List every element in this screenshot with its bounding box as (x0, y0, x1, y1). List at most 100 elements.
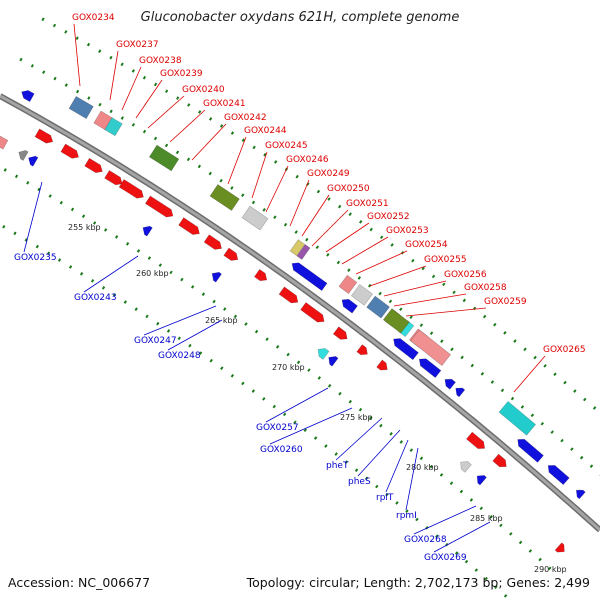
forward-gene-label: GOX0246 (286, 155, 329, 165)
label-leader (405, 447, 419, 511)
forward-gene-label: GOX0265 (543, 345, 586, 355)
forward-gene-label: GOX0254 (405, 240, 448, 250)
inner-feature (554, 542, 565, 553)
forward-gene-label: GOX0258 (464, 283, 507, 293)
label-leader (167, 319, 223, 351)
label-leader (23, 181, 43, 253)
forward-gene-label: GOX0241 (203, 99, 246, 109)
misc-feature (350, 284, 374, 306)
topology-text: Topology: circular (246, 575, 356, 590)
length-text: Length: 2,702,173 bp (355, 575, 498, 590)
forward-cds (492, 453, 507, 468)
reverse-gene-label: GOX0248 (158, 351, 201, 361)
label-leader (513, 355, 546, 393)
forward-cds (300, 302, 325, 323)
label-leader (393, 293, 467, 307)
tick-track-2 (19, 57, 600, 476)
tick-label: 260 kbp (136, 269, 169, 278)
forward-cds (144, 195, 174, 218)
reverse-cds (393, 338, 419, 361)
reverse-gene-label: GOX0235 (14, 253, 57, 263)
forward-gene-label: GOX0244 (244, 126, 287, 136)
label-leader (83, 255, 139, 293)
label-leader (355, 250, 408, 275)
forward-gene-label: GOX0238 (139, 56, 182, 66)
misc-feature (338, 274, 358, 295)
label-leader (147, 95, 185, 129)
forward-gene-label: GOX0252 (367, 212, 410, 222)
misc-feature (382, 308, 410, 334)
forward-gene-label: GOX0255 (424, 255, 467, 265)
misc-feature (148, 144, 180, 172)
reverse-gene-label: GOX0257 (256, 423, 299, 433)
misc-feature (68, 95, 94, 120)
accession-text: Accession: NC_006677 (8, 575, 151, 590)
reverse-cds (575, 489, 586, 500)
forward-gene-label: GOX0249 (307, 169, 350, 179)
label-leader (109, 50, 119, 101)
reverse-gene-label: rplT (376, 493, 394, 503)
tick-label: 280 kbp (406, 463, 439, 472)
map-title: Gluconobacter oxydans 621H, complete gen… (140, 10, 460, 25)
label-leader (265, 387, 329, 423)
reverse-gene-label: GOX0268 (404, 535, 447, 545)
inner-feature (211, 271, 222, 283)
tick-track-1 (41, 17, 600, 415)
label-leader (265, 165, 289, 213)
label-leader (341, 236, 389, 265)
forward-gene-label: GOX0259 (484, 297, 527, 307)
forward-cds (34, 128, 54, 144)
label-leader (289, 179, 310, 227)
forward-cds (104, 170, 123, 186)
forward-cds (253, 268, 268, 282)
label-leader (301, 194, 330, 237)
forward-cds (203, 234, 222, 250)
label-leader (143, 305, 217, 336)
forward-cds (223, 247, 239, 261)
forward-cds (178, 217, 200, 235)
forward-cds (118, 179, 144, 199)
reverse-cds (341, 298, 358, 314)
reverse-cds (291, 262, 328, 291)
forward-gene-label: GOX0251 (346, 199, 389, 209)
forward-gene-label: GOX0239 (160, 69, 203, 79)
reverse-gene-label: GOX0247 (134, 336, 177, 346)
tick-label: 270 kbp (272, 363, 305, 372)
label-leader (269, 407, 353, 445)
misc-feature (498, 400, 537, 436)
misc-feature (410, 329, 452, 367)
forward-gene-label: GOX0256 (444, 270, 487, 280)
label-leader (227, 136, 247, 185)
forward-cds (376, 359, 388, 371)
inner-feature (28, 155, 39, 167)
reverse-gene-label: rpmI (396, 511, 417, 521)
inner-feature (0, 134, 9, 150)
inner-feature (317, 348, 330, 360)
label-leader (383, 280, 447, 297)
reverse-cds (21, 90, 35, 103)
label-leader (251, 151, 268, 199)
label-leader (311, 209, 349, 247)
inner-feature (142, 225, 153, 237)
tick-label: 285 kbp (470, 514, 503, 523)
label-leader (169, 109, 206, 143)
misc-feature (366, 295, 390, 319)
forward-gene-label: GOX0245 (265, 141, 308, 151)
reverse-cds (444, 378, 456, 390)
label-leader (135, 79, 163, 119)
misc-feature (289, 239, 306, 257)
tick-label: 290 kbp (534, 565, 567, 574)
genome-summary: Topology: circularLength: 2,702,173 bpGe… (247, 575, 590, 590)
reverse-gene-label: GOX0243 (74, 293, 117, 303)
label-leader (357, 429, 401, 477)
forward-cds (60, 143, 80, 159)
reverse-cds (517, 438, 544, 463)
reverse-cds (418, 358, 442, 379)
reverse-gene-label: GOX0269 (424, 553, 467, 563)
reverse-cds (547, 465, 570, 486)
forward-cds (332, 326, 348, 340)
label-leader (335, 417, 383, 461)
inner-feature (328, 356, 339, 367)
misc-feature (104, 117, 123, 137)
genes-text: Genes: 2,499 (498, 575, 590, 590)
